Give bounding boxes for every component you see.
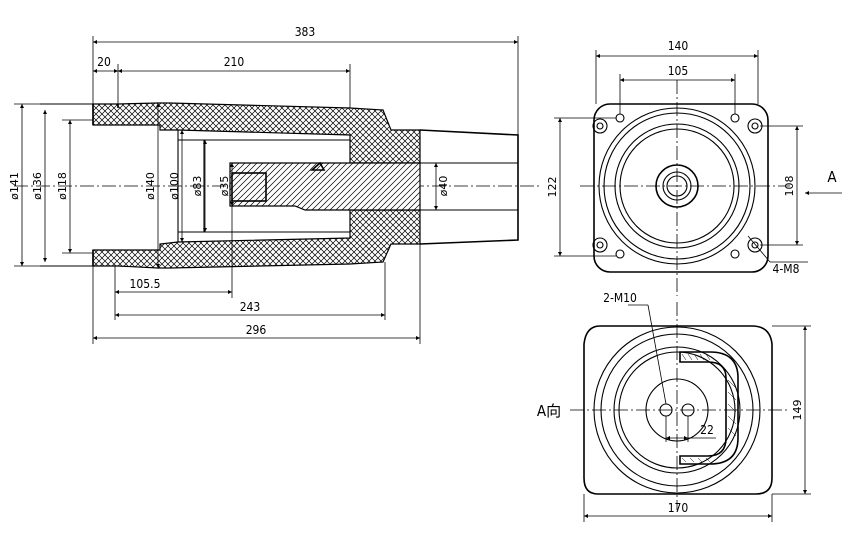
bottom-flange-outline <box>583 325 773 495</box>
dim-d35: ø35 <box>218 176 231 197</box>
bottom-view-title: A向 <box>537 402 561 420</box>
front-flange-outline <box>593 103 769 273</box>
dim-d136: ø136 <box>31 172 44 200</box>
dim-outer-cone-length: 210 <box>224 55 245 69</box>
upper-insulation-wall <box>92 102 421 164</box>
callout-4-m8: 4-M8 <box>773 262 800 276</box>
front-view <box>554 50 842 296</box>
dim-243: 243 <box>240 300 261 314</box>
dim-d141: ø141 <box>8 172 21 200</box>
bottom-view-a <box>570 302 811 522</box>
dim-d100: ø100 <box>168 172 181 200</box>
callout-2-m10: 2-M10 <box>603 291 637 305</box>
view-arrow-label-a: A <box>827 168 837 186</box>
dim-spacing-22: 22 <box>700 423 714 437</box>
dim-holes-105: 105 <box>668 64 689 78</box>
dim-height-149: 149 <box>791 400 804 421</box>
dim-width-170: 170 <box>668 501 689 515</box>
dim-105-5: 105.5 <box>130 277 161 291</box>
dim-d40: ø40 <box>437 176 450 197</box>
flange <box>92 104 119 266</box>
dim-width-140: 140 <box>668 39 689 53</box>
dim-d118: ø118 <box>56 172 69 200</box>
dim-overall-length: 383 <box>295 25 316 39</box>
dim-flange-thickness: 20 <box>97 55 111 69</box>
lower-insulation-wall <box>92 209 421 269</box>
side-section-view <box>14 36 540 344</box>
dim-d83: ø83 <box>191 176 204 197</box>
central-conductor <box>229 162 421 211</box>
cone-tail <box>419 129 519 245</box>
terminal-bar <box>679 351 739 465</box>
dim-height-122: 122 <box>546 177 559 198</box>
dim-296: 296 <box>246 323 267 337</box>
dim-d140: ø140 <box>144 172 157 200</box>
dim-holes-108: 108 <box>783 176 796 197</box>
